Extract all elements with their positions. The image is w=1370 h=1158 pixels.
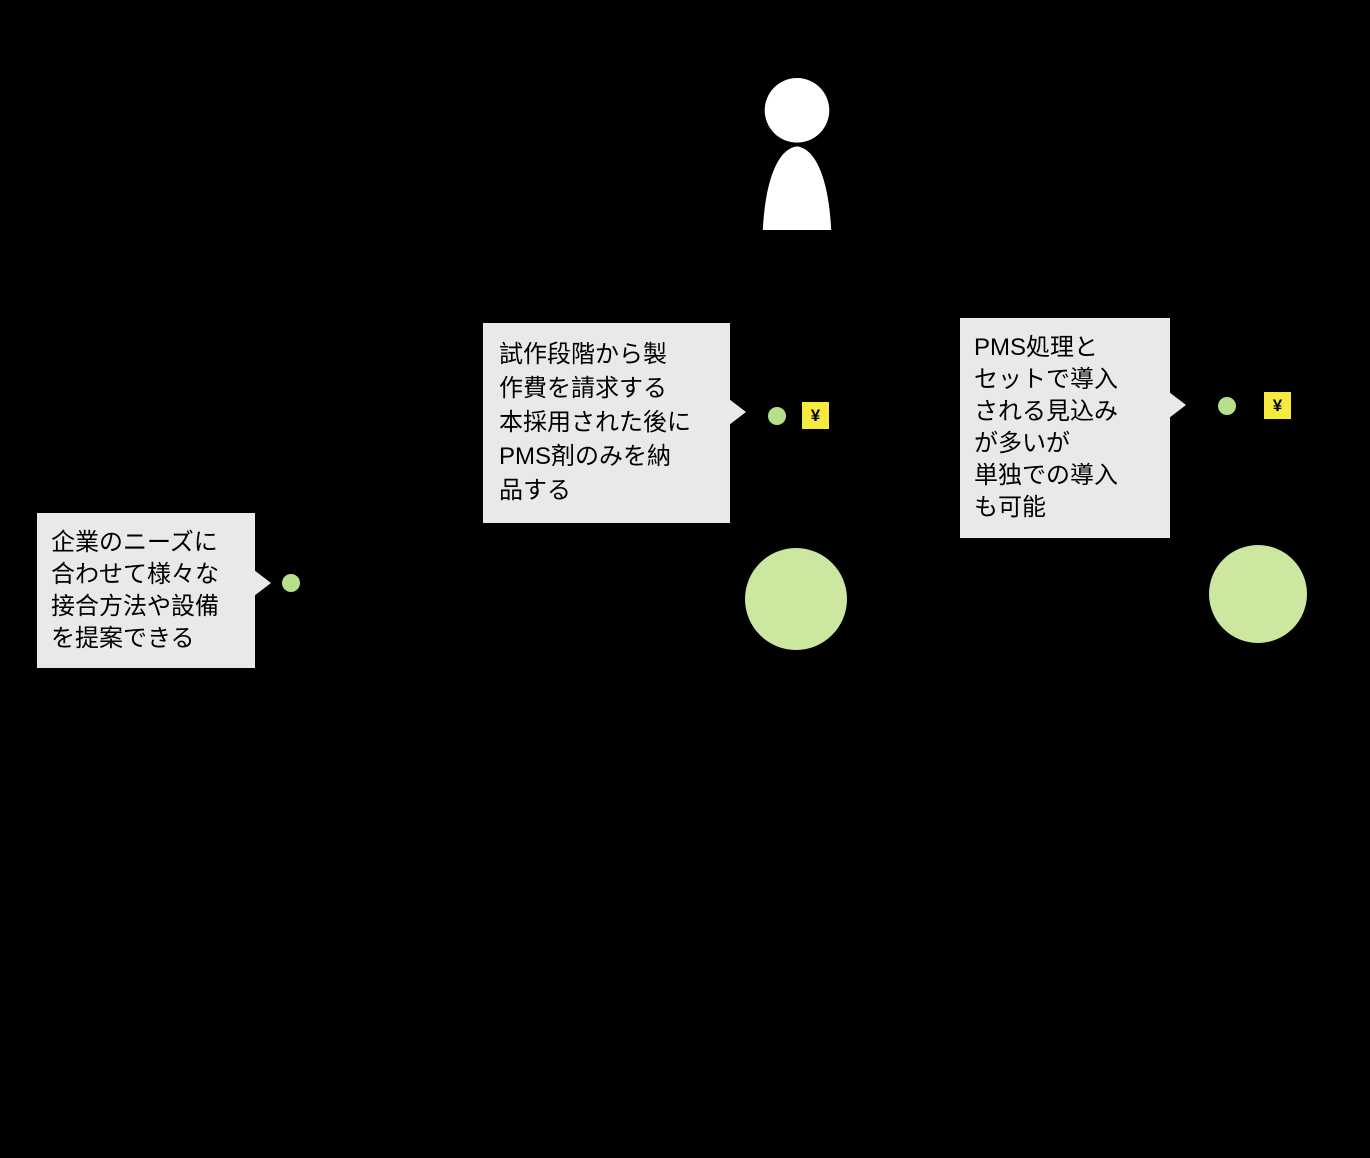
green-marker-dot (1218, 397, 1236, 415)
highlight-circle (745, 548, 847, 650)
green-marker-dot (768, 407, 786, 425)
callout-pms-set-installation: PMS処理と セットで導入 される見込み が多いが 単独での導入 も可能 (960, 318, 1186, 538)
yen-price-badge: ¥ (802, 402, 829, 429)
callout-prototype-billing-text: 試作段階から製 作費を請求する 本採用された後に PMS剤のみを納 品する (499, 341, 691, 504)
callout-company-needs-text: 企業のニーズに 合わせて様々な 接合方法や設備 を提案できる (51, 529, 219, 652)
yen-price-badge: ¥ (1264, 392, 1291, 419)
callout-prototype-billing: 試作段階から製 作費を請求する 本採用された後に PMS剤のみを納 品する (483, 323, 746, 523)
callout-pointer-icon (1169, 392, 1186, 418)
person-silhouette-icon (752, 78, 842, 230)
callout-pms-set-installation-text: PMS処理と セットで導入 される見込み が多いが 単独での導入 も可能 (974, 334, 1118, 521)
yen-symbol: ¥ (1272, 396, 1283, 415)
callout-pointer-icon (254, 570, 271, 596)
callout-company-needs: 企業のニーズに 合わせて様々な 接合方法や設備 を提案できる (37, 513, 271, 668)
highlight-circle (1209, 545, 1307, 643)
green-marker-dot (282, 574, 300, 592)
callout-pointer-icon (729, 399, 746, 425)
yen-symbol: ¥ (810, 406, 821, 425)
